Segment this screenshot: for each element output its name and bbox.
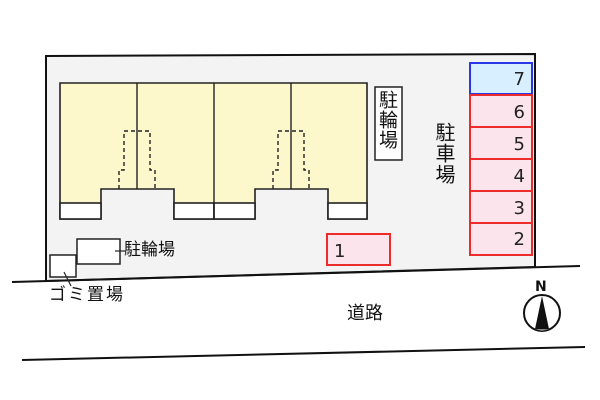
bicycle-parking-bottom-box	[76, 238, 121, 265]
parking-stall-5: 5	[469, 126, 533, 160]
bicycle-parking-top-box	[374, 86, 403, 161]
stall-number: 7	[513, 69, 525, 90]
garbage-area-box	[49, 254, 77, 278]
bicycle-parking-bottom-label: 駐輪場	[124, 240, 175, 260]
stall-number: 5	[513, 134, 525, 155]
north-compass-icon	[523, 294, 561, 332]
stall-number: 4	[513, 166, 525, 187]
parking-stall-7: 7	[469, 62, 533, 95]
road-edge-top	[11, 265, 581, 283]
compass-north-label: N	[535, 279, 547, 295]
parking-stall-4: 4	[469, 158, 533, 192]
bicycle-parking-top-label: 駐輪場	[376, 90, 398, 150]
stall-number: 3	[513, 198, 525, 219]
parking-stall-6: 6	[469, 94, 533, 128]
car-parking-label: 駐車場	[432, 122, 456, 185]
garbage-area-label: ゴミ置場	[49, 285, 125, 305]
stall-number: 1	[334, 241, 346, 262]
stall-number: 6	[513, 102, 525, 123]
parking-stall-2: 2	[469, 222, 533, 256]
apartment-building	[59, 82, 368, 220]
road-edge-bottom	[21, 346, 586, 361]
road-label: 道路	[347, 303, 383, 324]
parking-stall-3: 3	[469, 190, 533, 224]
parking-stall-1: 1	[326, 233, 391, 266]
stall-number: 2	[513, 229, 525, 250]
